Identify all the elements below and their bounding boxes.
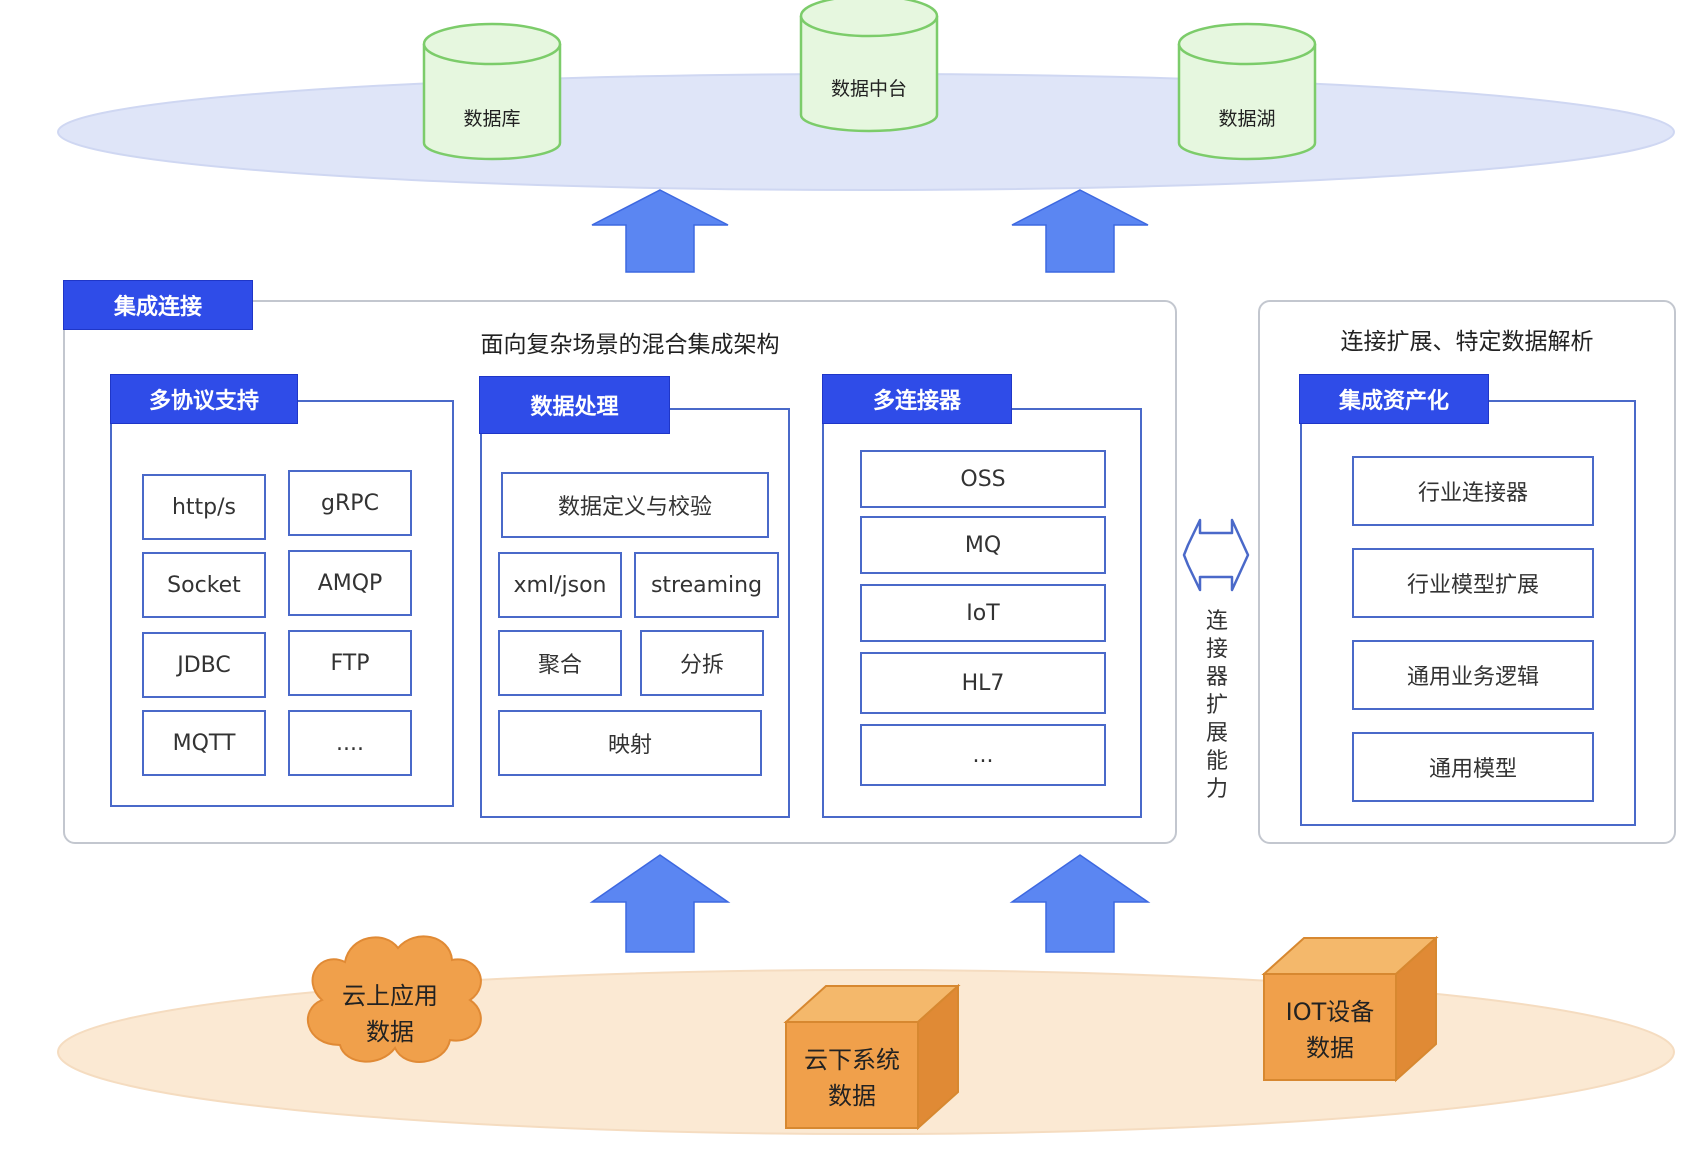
processing-item: streaming	[634, 552, 779, 618]
processing-item: 分拆	[640, 630, 764, 696]
processing-tag: 数据处理	[479, 376, 670, 434]
protocol-item: ....	[288, 710, 412, 776]
extension-title: 连接扩展、特定数据解析	[1340, 329, 1594, 355]
protocol-item: Socket	[142, 552, 266, 618]
data-lake-cylinder-icon	[1177, 22, 1317, 161]
processing-item: 聚合	[498, 630, 622, 696]
protocol-item: MQTT	[142, 710, 266, 776]
protocol-item: AMQP	[288, 550, 412, 616]
integration-tag: 集成连接	[63, 280, 253, 330]
protocol-item: gRPC	[288, 470, 412, 536]
iot-device-label: IOT设备 数据	[1285, 998, 1375, 1062]
data-lake-label: 数据湖	[1218, 108, 1276, 130]
connector-item: ...	[860, 724, 1106, 786]
connector-item: OSS	[860, 450, 1106, 508]
connector-item: HL7	[860, 652, 1106, 714]
protocol-item: JDBC	[142, 632, 266, 698]
connector-tag: 多连接器	[822, 374, 1012, 424]
data-platform-label: 数据中台	[830, 78, 907, 100]
connector-item: IoT	[860, 584, 1106, 642]
connector-extension-label: 连接器扩展能力	[1205, 609, 1228, 802]
up-arrow-icon	[591, 189, 729, 273]
cloud-icon	[306, 935, 482, 1063]
processing-item: xml/json	[498, 552, 622, 618]
up-arrow-icon	[589, 854, 731, 953]
asset-tag: 集成资产化	[1299, 374, 1489, 424]
asset-item: 行业连接器	[1352, 456, 1594, 526]
up-arrow-icon	[1011, 189, 1149, 273]
offline-system-label: 云下系统 数据	[804, 1046, 900, 1110]
up-arrow-icon	[1009, 854, 1151, 953]
processing-item: 数据定义与校验	[501, 472, 769, 538]
cloud-app-label: 云上应用 数据	[342, 982, 438, 1046]
asset-item: 行业模型扩展	[1352, 548, 1594, 618]
protocol-item: http/s	[142, 474, 266, 540]
database-cylinder-icon	[422, 22, 562, 161]
bidirectional-arrow-icon	[1182, 518, 1250, 592]
protocol-item: FTP	[288, 630, 412, 696]
offline-system-cube-icon	[783, 983, 961, 1131]
connector-item: MQ	[860, 516, 1106, 574]
asset-item: 通用业务逻辑	[1352, 640, 1594, 710]
processing-item: 映射	[498, 710, 762, 776]
database-label: 数据库	[463, 108, 521, 130]
integration-title: 面向复杂场景的混合集成架构	[480, 332, 780, 358]
iot-device-cube-icon	[1261, 935, 1439, 1083]
data-platform-cylinder-icon	[799, 0, 939, 133]
protocol-tag: 多协议支持	[110, 374, 298, 424]
asset-item: 通用模型	[1352, 732, 1594, 802]
